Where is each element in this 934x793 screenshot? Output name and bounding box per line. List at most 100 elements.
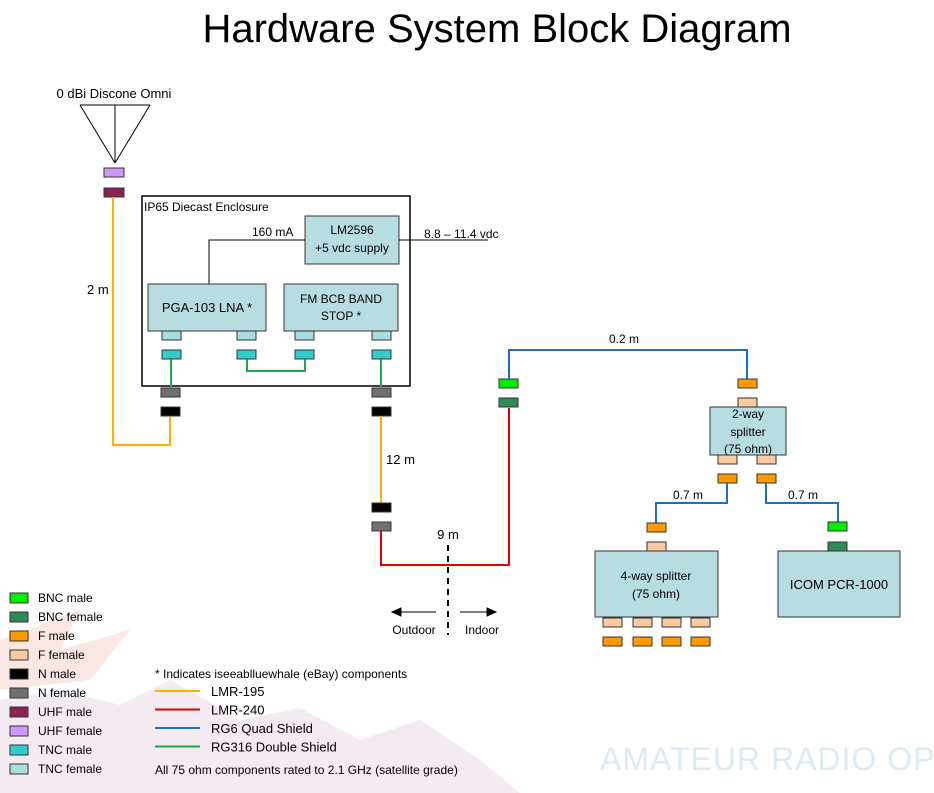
f-male-connector [661,636,682,647]
splitter2-line1: 2-way [732,407,764,421]
uhf-male-connector [103,187,125,198]
splitter2-line2: splitter [730,425,765,439]
legend-label: RG316 Double Shield [211,740,337,755]
supply-line2: +5 vdc supply [315,241,389,255]
cable-lmr195-antenna [112,197,171,446]
length-run: 12 m [386,452,415,467]
legend-label: LMR-240 [211,703,264,718]
tnc-female-connector [161,330,182,341]
bnc-female-connector [827,541,848,552]
fm-stop-line2: STOP * [321,309,362,323]
lna-label: PGA-103 LNA * [162,300,252,315]
receiver-block [777,550,901,618]
uhf-female-connector [103,167,125,178]
splitter2-line3: (75 ohm) [724,442,772,456]
n-female-connector [160,387,181,398]
legend-label: F male [38,629,75,643]
page-title: Hardware System Block Diagram [202,7,791,51]
tnc-female-connector [371,330,392,341]
legend-label: LMR-195 [211,684,264,699]
outdoor-arrow-icon [390,607,436,617]
splitter-4way [594,550,719,618]
note-rating: All 75 ohm components rated to 2.1 GHz (… [155,763,458,777]
power-line-lna [208,239,305,284]
tnc-male-connector [236,349,257,360]
indoor-label: Indoor [465,623,499,637]
legend-swatch [9,763,29,775]
f-male-connector [602,636,623,647]
legend-label: BNC male [38,591,93,605]
legend-label: TNC female [38,762,102,776]
legend-label: TNC male [38,743,92,757]
cable-rg6-right [765,483,839,522]
legend-swatch [9,687,29,699]
f-female-connector [690,617,711,628]
f-male-connector [646,522,667,533]
legend-label: UHF female [38,724,102,738]
outdoor-label: Outdoor [392,623,435,637]
splitter4-line1: 4-way splitter [621,569,692,583]
length-left: 0.7 m [673,488,703,502]
n-male-connector [371,502,392,513]
note-ebay: * Indicates iseeablluewhale (eBay) compo… [155,667,407,681]
length-antenna: 2 m [87,282,109,297]
legend-label: UHF male [38,705,92,719]
length-right: 0.7 m [788,488,818,502]
bnc-male-connector [498,378,519,389]
length-top: 0.2 m [609,332,639,346]
legend-swatch [9,668,29,680]
antenna-label: 0 dBi Discone Omni [57,86,172,101]
fm-stop-line1: FM BCB BAND [300,292,382,306]
cable-rg316-lna-fm [246,359,306,372]
splitter-2way [709,406,787,456]
tnc-male-connector [371,349,392,360]
legend-swatch [9,744,29,756]
enclosure [141,195,411,387]
f-male-connector [737,378,758,389]
legend-swatch [9,630,29,642]
f-female-connector [717,454,738,465]
splitter4-line2: (75 ohm) [632,587,680,601]
receiver-label: ICOM PCR-1000 [790,577,888,592]
length-indoor: 9 m [437,527,459,542]
legend-swatch [9,611,29,623]
supply-block [304,215,400,265]
legend-swatch [9,649,29,661]
f-female-connector [646,541,667,552]
legend-label: BNC female [38,610,103,624]
tnc-male-connector [294,349,315,360]
n-male-connector [160,406,181,417]
f-female-connector [756,454,777,465]
watermark: AMATEUR RADIO OPE [0,610,934,793]
legend-swatch [9,592,29,604]
bnc-female-connector [498,397,519,408]
indoor-arrow-icon [460,607,498,617]
f-male-connector [756,473,777,484]
f-female-connector [737,397,758,408]
voltage-label: 8.8 – 11.4 vdc [424,227,499,241]
legend-label: RG6 Quad Shield [211,721,313,736]
legend-swatch [9,706,29,718]
n-female-connector [371,387,392,398]
splitter4-outputs [602,617,711,647]
watermark-text: AMATEUR RADIO OPE [600,741,934,777]
n-female-connector [371,521,392,532]
f-female-connector [602,617,623,628]
discone-antenna-icon [79,104,151,164]
legend-label: N male [38,667,76,681]
f-female-connector [632,617,653,628]
f-male-connector [632,636,653,647]
tnc-male-connector [161,349,182,360]
f-male-connector [690,636,711,647]
f-male-connector [717,473,738,484]
supply-line1: LM2596 [330,223,374,237]
f-female-connector [661,617,682,628]
bnc-male-connector [827,521,848,532]
cable-rg6-left [655,483,728,523]
cable-lmr240 [380,408,510,566]
cable-rg6-top [508,349,748,379]
legend-swatch [9,725,29,737]
